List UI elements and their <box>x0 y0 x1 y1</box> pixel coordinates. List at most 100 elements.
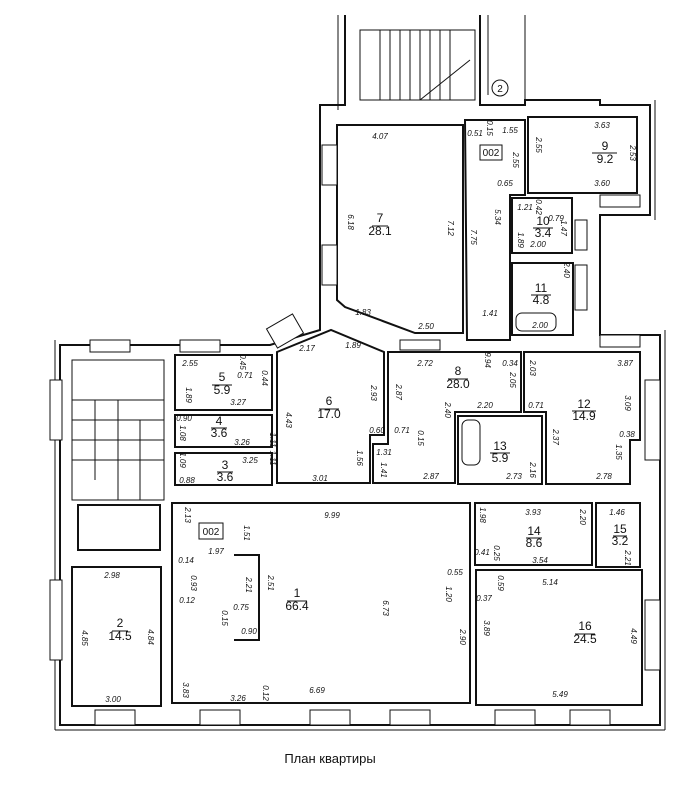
dimension: 2.00 <box>531 321 548 330</box>
dimension: 1.98 <box>478 507 487 523</box>
room-1-outline <box>171 502 471 704</box>
dimension: 2.87 <box>394 383 403 400</box>
dimension: 7.75 <box>469 229 478 245</box>
corridor-main-code-box <box>198 522 224 540</box>
dimension: 3.27 <box>230 398 246 407</box>
dimension: 1.55 <box>502 126 518 135</box>
room-1-partition <box>234 554 260 641</box>
dimension: 2.21 <box>244 576 253 593</box>
room-12-outline <box>523 351 641 485</box>
dimension: 0.25 <box>492 545 501 561</box>
room-3-number: 3 <box>222 458 229 472</box>
dimension: 4.07 <box>372 132 388 141</box>
room-4-number: 4 <box>216 414 223 428</box>
room-2-outline <box>71 566 162 707</box>
room-labels: 166.4 214.5 33.6 43.6 55.9 617.0 728.1 8… <box>108 139 628 646</box>
dimension: 2.53 <box>628 144 637 161</box>
dimension: 1.51 <box>242 525 251 541</box>
dimension: 7.12 <box>446 220 455 236</box>
dimension: 0.75 <box>233 603 249 612</box>
dimension: 3.93 <box>525 508 541 517</box>
dimension: 1.56 <box>355 450 364 466</box>
dimension: 2.20 <box>578 508 587 525</box>
dimension: 0.71 <box>394 426 410 435</box>
dimension: 6.73 <box>381 600 390 616</box>
dimension: 0.42 <box>534 199 543 215</box>
room-12-number: 12 <box>577 397 591 411</box>
dimension: 1.83 <box>355 308 371 317</box>
room-7-number: 7 <box>377 211 384 225</box>
dimension: 3.87 <box>617 359 633 368</box>
dimension: 3.83 <box>181 682 190 698</box>
dimension: 2.51 <box>266 574 275 591</box>
dimension: 2.55 <box>181 359 198 368</box>
dimension: 0.90 <box>241 627 257 636</box>
corridor-top-code-box <box>479 144 503 161</box>
dimension: 3.01 <box>312 474 328 483</box>
dimension: 2.55 <box>534 136 543 153</box>
dimension: 0.71 <box>528 401 544 410</box>
room-5-area: 5.9 <box>214 383 231 397</box>
room-8-number: 8 <box>455 364 462 378</box>
dimension: 1.20 <box>444 586 453 602</box>
dimension: 0.37 <box>476 594 492 603</box>
dimension: 1.89 <box>345 341 361 350</box>
dimension: 0.41 <box>474 548 490 557</box>
dimension: 1.31 <box>376 448 392 457</box>
room-15-number: 15 <box>613 522 627 536</box>
rooms <box>71 116 643 707</box>
stair-left <box>71 359 165 501</box>
dimension: 2.73 <box>505 472 522 481</box>
dimension: 0.15 <box>220 610 229 626</box>
dimension: 0.15 <box>416 430 425 446</box>
dimension: 2.37 <box>551 428 560 445</box>
dimension: 3.54 <box>532 556 548 565</box>
dimension: 2.98 <box>103 571 120 580</box>
dimension: 2.00 <box>529 240 546 249</box>
room-15-area: 3.2 <box>612 534 629 548</box>
room-10-outline <box>511 197 573 254</box>
room-11-outline <box>511 262 574 336</box>
room-14-area: 8.6 <box>526 536 543 550</box>
dimension: 2.03 <box>528 359 537 376</box>
bathtub-icon <box>515 312 557 332</box>
dimension: 1.41 <box>379 462 388 478</box>
room-3-area: 3.6 <box>217 470 234 484</box>
dimension: 6.18 <box>346 214 355 230</box>
stair-top <box>359 29 509 101</box>
dimension: 2.16 <box>528 461 537 478</box>
dimension: 2.17 <box>298 344 315 353</box>
dimension: 4.84 <box>146 629 155 645</box>
dimension: 3.26 <box>234 438 250 447</box>
room-15-outline <box>595 502 641 568</box>
stair-number-circle <box>491 79 509 97</box>
room-10-area: 3.4 <box>535 226 552 240</box>
dimension: 3.25 <box>242 456 258 465</box>
room-10-number: 10 <box>536 214 550 228</box>
dimension: 0.90 <box>176 414 192 423</box>
room-8-area: 28.0 <box>446 377 470 391</box>
dimension: 9.94 <box>483 352 492 368</box>
dimension: 3.00 <box>105 695 121 704</box>
room-11-area: 4.8 <box>533 293 550 307</box>
room-4-area: 3.6 <box>211 426 228 440</box>
dimension: 0.44 <box>260 370 269 386</box>
room-7-outline <box>336 124 464 334</box>
dimension: 0.55 <box>447 568 463 577</box>
corridor-top-outline <box>463 119 526 341</box>
room-9-number: 9 <box>602 139 609 153</box>
dimension: 2.13 <box>183 506 192 523</box>
dimension: 4.49 <box>629 628 638 644</box>
dimension: 0.38 <box>619 430 635 439</box>
dimension: 1.97 <box>208 547 224 556</box>
dimension: 1.21 <box>517 203 533 212</box>
dimension: 0.34 <box>502 359 518 368</box>
dimension: 5.14 <box>542 578 558 587</box>
dimension: 2.21 <box>623 549 632 566</box>
dimension: 2.87 <box>422 472 439 481</box>
bathtub-icon <box>461 419 481 466</box>
room-6-area: 17.0 <box>317 407 341 421</box>
dimension: 2.55 <box>511 151 520 168</box>
dimension: 3.89 <box>482 620 491 636</box>
